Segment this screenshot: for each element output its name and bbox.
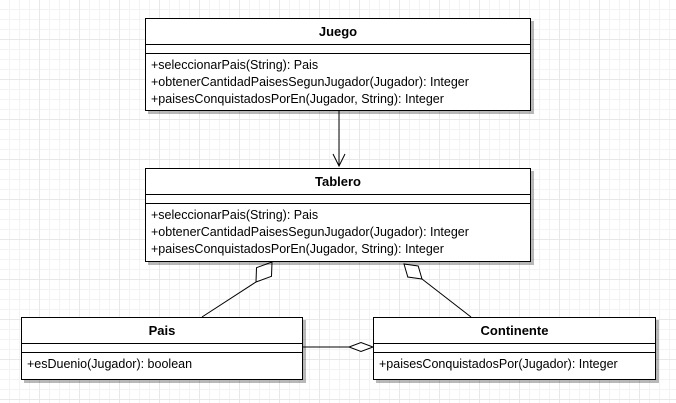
operations-compartment: +seleccionarPais(String): Pais +obtenerC…: [146, 54, 530, 108]
class-box-tablero[interactable]: Tablero +seleccionarPais(String): Pais +…: [145, 168, 531, 262]
operation: +seleccionarPais(String): Pais: [151, 58, 319, 72]
attributes-compartment: [374, 344, 655, 353]
class-box-juego[interactable]: Juego +seleccionarPais(String): Pais +ob…: [145, 18, 531, 111]
operations-compartment: +esDuenio(Jugador): boolean: [22, 353, 302, 373]
aggregation-line-tablero-pais: [201, 281, 257, 318]
operations-compartment: +paisesConquistadosPor(Jugador): Integer: [374, 353, 655, 373]
aggregation-diamond-icon: [403, 263, 423, 280]
operation: +seleccionarPais(String): Pais: [151, 208, 319, 222]
attributes-compartment: [146, 195, 530, 204]
class-name: Continente: [374, 318, 655, 344]
aggregation-diamond-icon: [347, 341, 375, 353]
operations-compartment: +seleccionarPais(String): Pais +obtenerC…: [146, 204, 530, 258]
operation: +obtenerCantidadPaisesSegunJugador(Jugad…: [151, 225, 469, 239]
operation: +obtenerCantidadPaisesSegunJugador(Jugad…: [151, 75, 469, 89]
class-box-continente[interactable]: Continente +paisesConquistadosPor(Jugado…: [373, 317, 656, 380]
operation: +esDuenio(Jugador): boolean: [27, 357, 193, 371]
class-name: Tablero: [146, 169, 530, 195]
attributes-compartment: [22, 344, 302, 353]
open-arrowhead-icon: [332, 153, 346, 168]
operation: +paisesConquistadosPorEn(Jugador, String…: [151, 242, 444, 256]
attributes-compartment: [146, 45, 530, 54]
class-box-pais[interactable]: Pais +esDuenio(Jugador): boolean: [21, 317, 303, 380]
class-name: Pais: [22, 318, 302, 344]
class-name: Juego: [146, 19, 530, 45]
operation: +paisesConquistadosPorEn(Jugador, String…: [151, 92, 444, 106]
operation: +paisesConquistadosPor(Jugador): Integer: [379, 357, 618, 371]
aggregation-diamond-icon: [255, 261, 273, 283]
aggregation-line-tablero-continente: [421, 278, 472, 318]
